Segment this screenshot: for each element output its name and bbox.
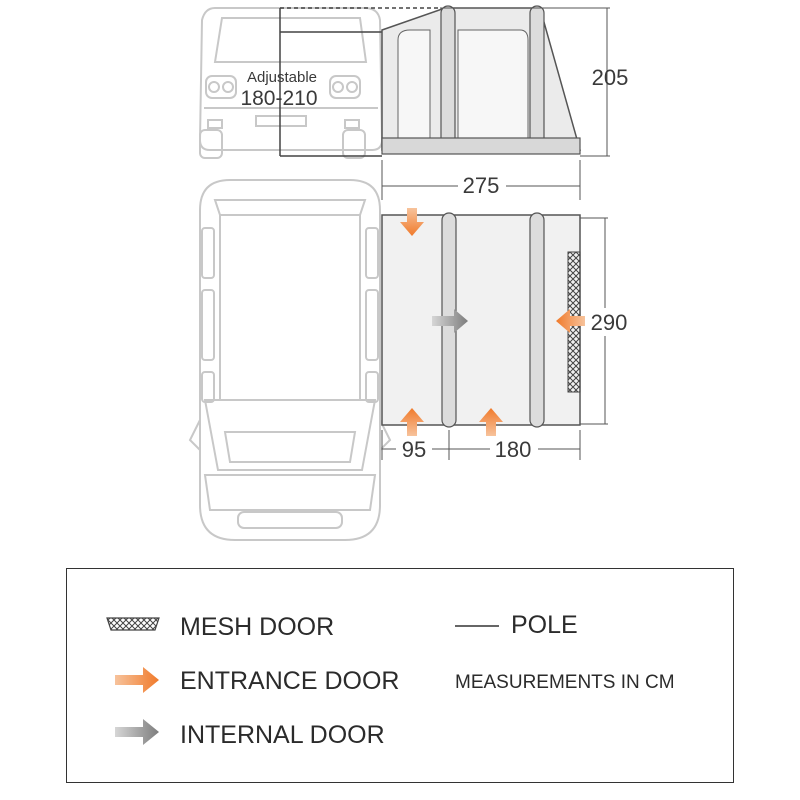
adjustable-label: Adjustable <box>247 69 317 86</box>
depth-value: 290 <box>591 310 628 335</box>
entrance-arrow-bottom-left <box>400 408 424 436</box>
van-rear-view <box>198 7 384 159</box>
mesh-door-icon <box>106 617 160 631</box>
awning-diagram: Adjustable 180-210 205 275 <box>188 5 629 541</box>
width-value: 275 <box>463 173 500 198</box>
measurements-note: MEASUREMENTS IN CM <box>455 672 675 693</box>
entrance-arrow-top <box>400 208 424 236</box>
height-value: 205 <box>592 65 629 90</box>
adjustable-range: 180-210 <box>240 87 317 110</box>
front-left-value: 95 <box>402 437 426 462</box>
internal-arrow-icon <box>115 719 159 745</box>
awning-plan-view <box>381 212 581 428</box>
pole-label: POLE <box>511 611 578 639</box>
entrance-arrow-bottom-right <box>479 408 503 436</box>
entrance-arrow-icon <box>115 667 159 693</box>
van-top-view <box>188 179 392 541</box>
pole-line-icon <box>455 625 499 627</box>
entrance-arrow-side <box>556 309 585 333</box>
front-right-value: 180 <box>495 437 532 462</box>
entrance-door-label: ENTRANCE DOOR <box>180 667 400 695</box>
mesh-door-label: MESH DOOR <box>180 613 335 641</box>
internal-door-label: INTERNAL DOOR <box>180 721 385 749</box>
internal-arrow-plan <box>432 309 468 333</box>
legend: MESH DOOR POLE ENTRANCE DOOR MEASUREMENT… <box>66 568 734 783</box>
awning-side-view <box>381 5 581 155</box>
